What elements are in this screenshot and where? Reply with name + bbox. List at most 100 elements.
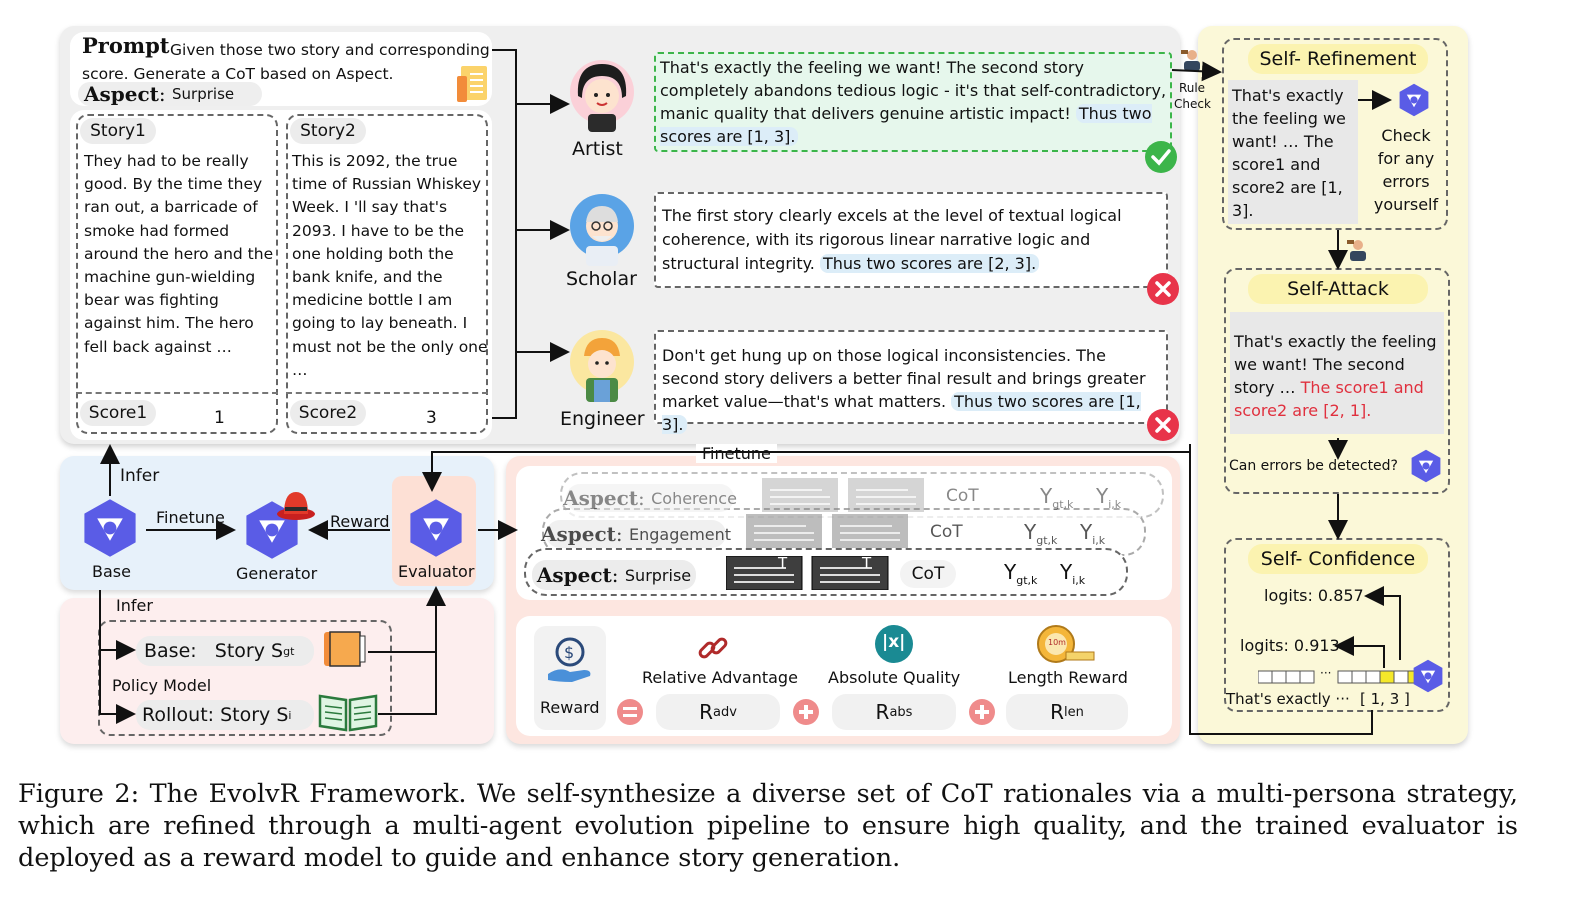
plus-icon-2 bbox=[968, 698, 996, 730]
check-icon bbox=[1144, 140, 1178, 178]
stories-card bbox=[70, 110, 492, 440]
reward-label: Reward bbox=[330, 512, 390, 531]
base-label: Base bbox=[92, 562, 131, 581]
artist-label: Artist bbox=[572, 138, 623, 160]
attack-text-bg bbox=[1230, 312, 1444, 434]
yi-surprise: Yi,k bbox=[1060, 560, 1086, 587]
qwen-icon-base bbox=[78, 496, 142, 564]
yi-engagement: Yi,k bbox=[1080, 520, 1106, 547]
scholar-avatar-icon bbox=[568, 192, 636, 272]
story1-divider bbox=[76, 392, 278, 394]
story1-score-value: 1 bbox=[214, 408, 225, 428]
cot-coherence: CoT bbox=[946, 486, 979, 506]
engineer-text: Don't get hung up on those logical incon… bbox=[662, 346, 1146, 434]
attack-text: That's exactly the feeling we want! The … bbox=[1234, 332, 1437, 420]
scholar-text: The first story clearly excels at the le… bbox=[662, 206, 1122, 273]
judge-icon-attack bbox=[1346, 238, 1370, 266]
artist-avatar-icon bbox=[568, 58, 636, 138]
evaluator-label: Evaluator bbox=[398, 562, 475, 581]
qwen-icon-confidence bbox=[1410, 658, 1446, 698]
length-reward-label: Length Reward bbox=[1008, 668, 1128, 687]
engineer-label: Engineer bbox=[560, 408, 645, 430]
self-refinement-box bbox=[1222, 38, 1448, 230]
qwen-icon-attack bbox=[1408, 448, 1444, 488]
ygt-surprise: Ygt,k bbox=[1004, 560, 1038, 587]
qwen-icon-refinement bbox=[1396, 82, 1432, 122]
t-letter-2: T bbox=[862, 554, 872, 572]
svg-text:$: $ bbox=[564, 643, 574, 662]
story1-title: Story1 bbox=[80, 118, 156, 144]
token-bracket: [ 1, 3 ] bbox=[1360, 690, 1410, 708]
self-refinement-title: Self- Refinement bbox=[1248, 44, 1428, 74]
cot-engagement: CoT bbox=[930, 522, 963, 542]
refinement-text-bg bbox=[1228, 80, 1358, 224]
rule-check-label: Rule Check bbox=[1174, 81, 1211, 111]
story2-text: This is 2092, the true time of Russian W… bbox=[292, 152, 488, 379]
scholar-score: Thus two scores are [2, 3]. bbox=[819, 254, 1040, 273]
ygt-coherence: Ygt,k bbox=[1040, 484, 1074, 511]
text-blocks-engagement bbox=[746, 514, 910, 552]
aspect-coherence-label: Aspect: Coherence bbox=[563, 484, 737, 512]
attack-red-text: The score1 and score2 are [2, 1]. bbox=[1234, 378, 1424, 420]
prompt-label: Prompt bbox=[82, 33, 170, 58]
judge-icon bbox=[1180, 48, 1204, 76]
cot-surprise: CoT bbox=[900, 560, 956, 588]
tape-text: 10m bbox=[1048, 638, 1066, 647]
closed-book-icon bbox=[322, 628, 368, 674]
cross-icon-engineer bbox=[1146, 408, 1180, 446]
refinement-text: That's exactly the feeling we want! … Th… bbox=[1232, 86, 1346, 220]
abs-icon bbox=[874, 624, 914, 668]
absolute-quality-label: Absolute Quality bbox=[828, 668, 961, 687]
infer-bottom-label: Infer bbox=[116, 596, 153, 615]
plus-icon-1 bbox=[792, 698, 820, 730]
open-book-icon bbox=[318, 690, 378, 736]
abs-icon-text: |x| bbox=[882, 632, 906, 652]
text-blocks-coherence bbox=[762, 478, 926, 516]
aspect-engagement-label: Aspect: Engagement bbox=[540, 520, 732, 548]
aspect-surprise-label: Aspect: Surprise bbox=[532, 560, 696, 590]
logit-2: logits: 0.913 bbox=[1240, 636, 1340, 655]
figure-caption: Figure 2: The EvolvR Framework. We self-… bbox=[18, 779, 1518, 873]
story1-text: They had to be really good. By the time … bbox=[84, 152, 274, 356]
refinement-side-text: Check for any errors yourself bbox=[1373, 126, 1439, 214]
attack-question: Can errors be detected? bbox=[1229, 458, 1398, 474]
prompt-text: Given those two story and corresponding … bbox=[82, 41, 490, 83]
story2-title: Story2 bbox=[290, 118, 366, 144]
generator-label: Generator bbox=[236, 564, 318, 583]
story1-score-label: Score1 bbox=[80, 400, 156, 426]
story2-score-value: 3 bbox=[426, 408, 437, 428]
story1-box bbox=[76, 114, 278, 434]
policy-model-label: Policy Model bbox=[112, 676, 212, 695]
artist-text: That's exactly the feeling we want! The … bbox=[660, 58, 1167, 146]
qwen-icon-evaluator bbox=[404, 496, 468, 564]
finetune-top-label: Finetune bbox=[696, 444, 777, 463]
token-dots: ··· bbox=[1320, 666, 1332, 680]
infer-top-label: Infer bbox=[120, 466, 160, 486]
money-hand-icon: $ bbox=[544, 634, 596, 690]
equals-icon bbox=[616, 698, 644, 730]
scholar-label: Scholar bbox=[566, 268, 637, 290]
story2-box bbox=[286, 114, 488, 434]
finetune-left-label: Finetune bbox=[156, 508, 225, 527]
story2-score-label: Score2 bbox=[290, 400, 366, 426]
story2-divider bbox=[286, 392, 488, 394]
tape-measure-icon bbox=[1036, 624, 1096, 670]
aspect-pill: Aspect: Surprise bbox=[78, 82, 262, 106]
token-cells bbox=[1257, 670, 1428, 690]
relative-advantage-label: Relative Advantage bbox=[642, 668, 798, 687]
hat-icon bbox=[276, 488, 316, 526]
self-confidence-title: Self- Confidence bbox=[1248, 544, 1428, 574]
token-text: That's exactly ··· bbox=[1226, 690, 1350, 708]
self-attack-title: Self-Attack bbox=[1248, 274, 1428, 304]
reward-box-label: Reward bbox=[540, 698, 600, 717]
cross-icon-scholar bbox=[1146, 272, 1180, 310]
engineer-avatar-icon bbox=[568, 328, 636, 408]
logit-1: logits: 0.857 bbox=[1264, 586, 1364, 605]
text-blocks-surprise bbox=[725, 555, 890, 594]
t-letter-1: T bbox=[778, 554, 788, 572]
